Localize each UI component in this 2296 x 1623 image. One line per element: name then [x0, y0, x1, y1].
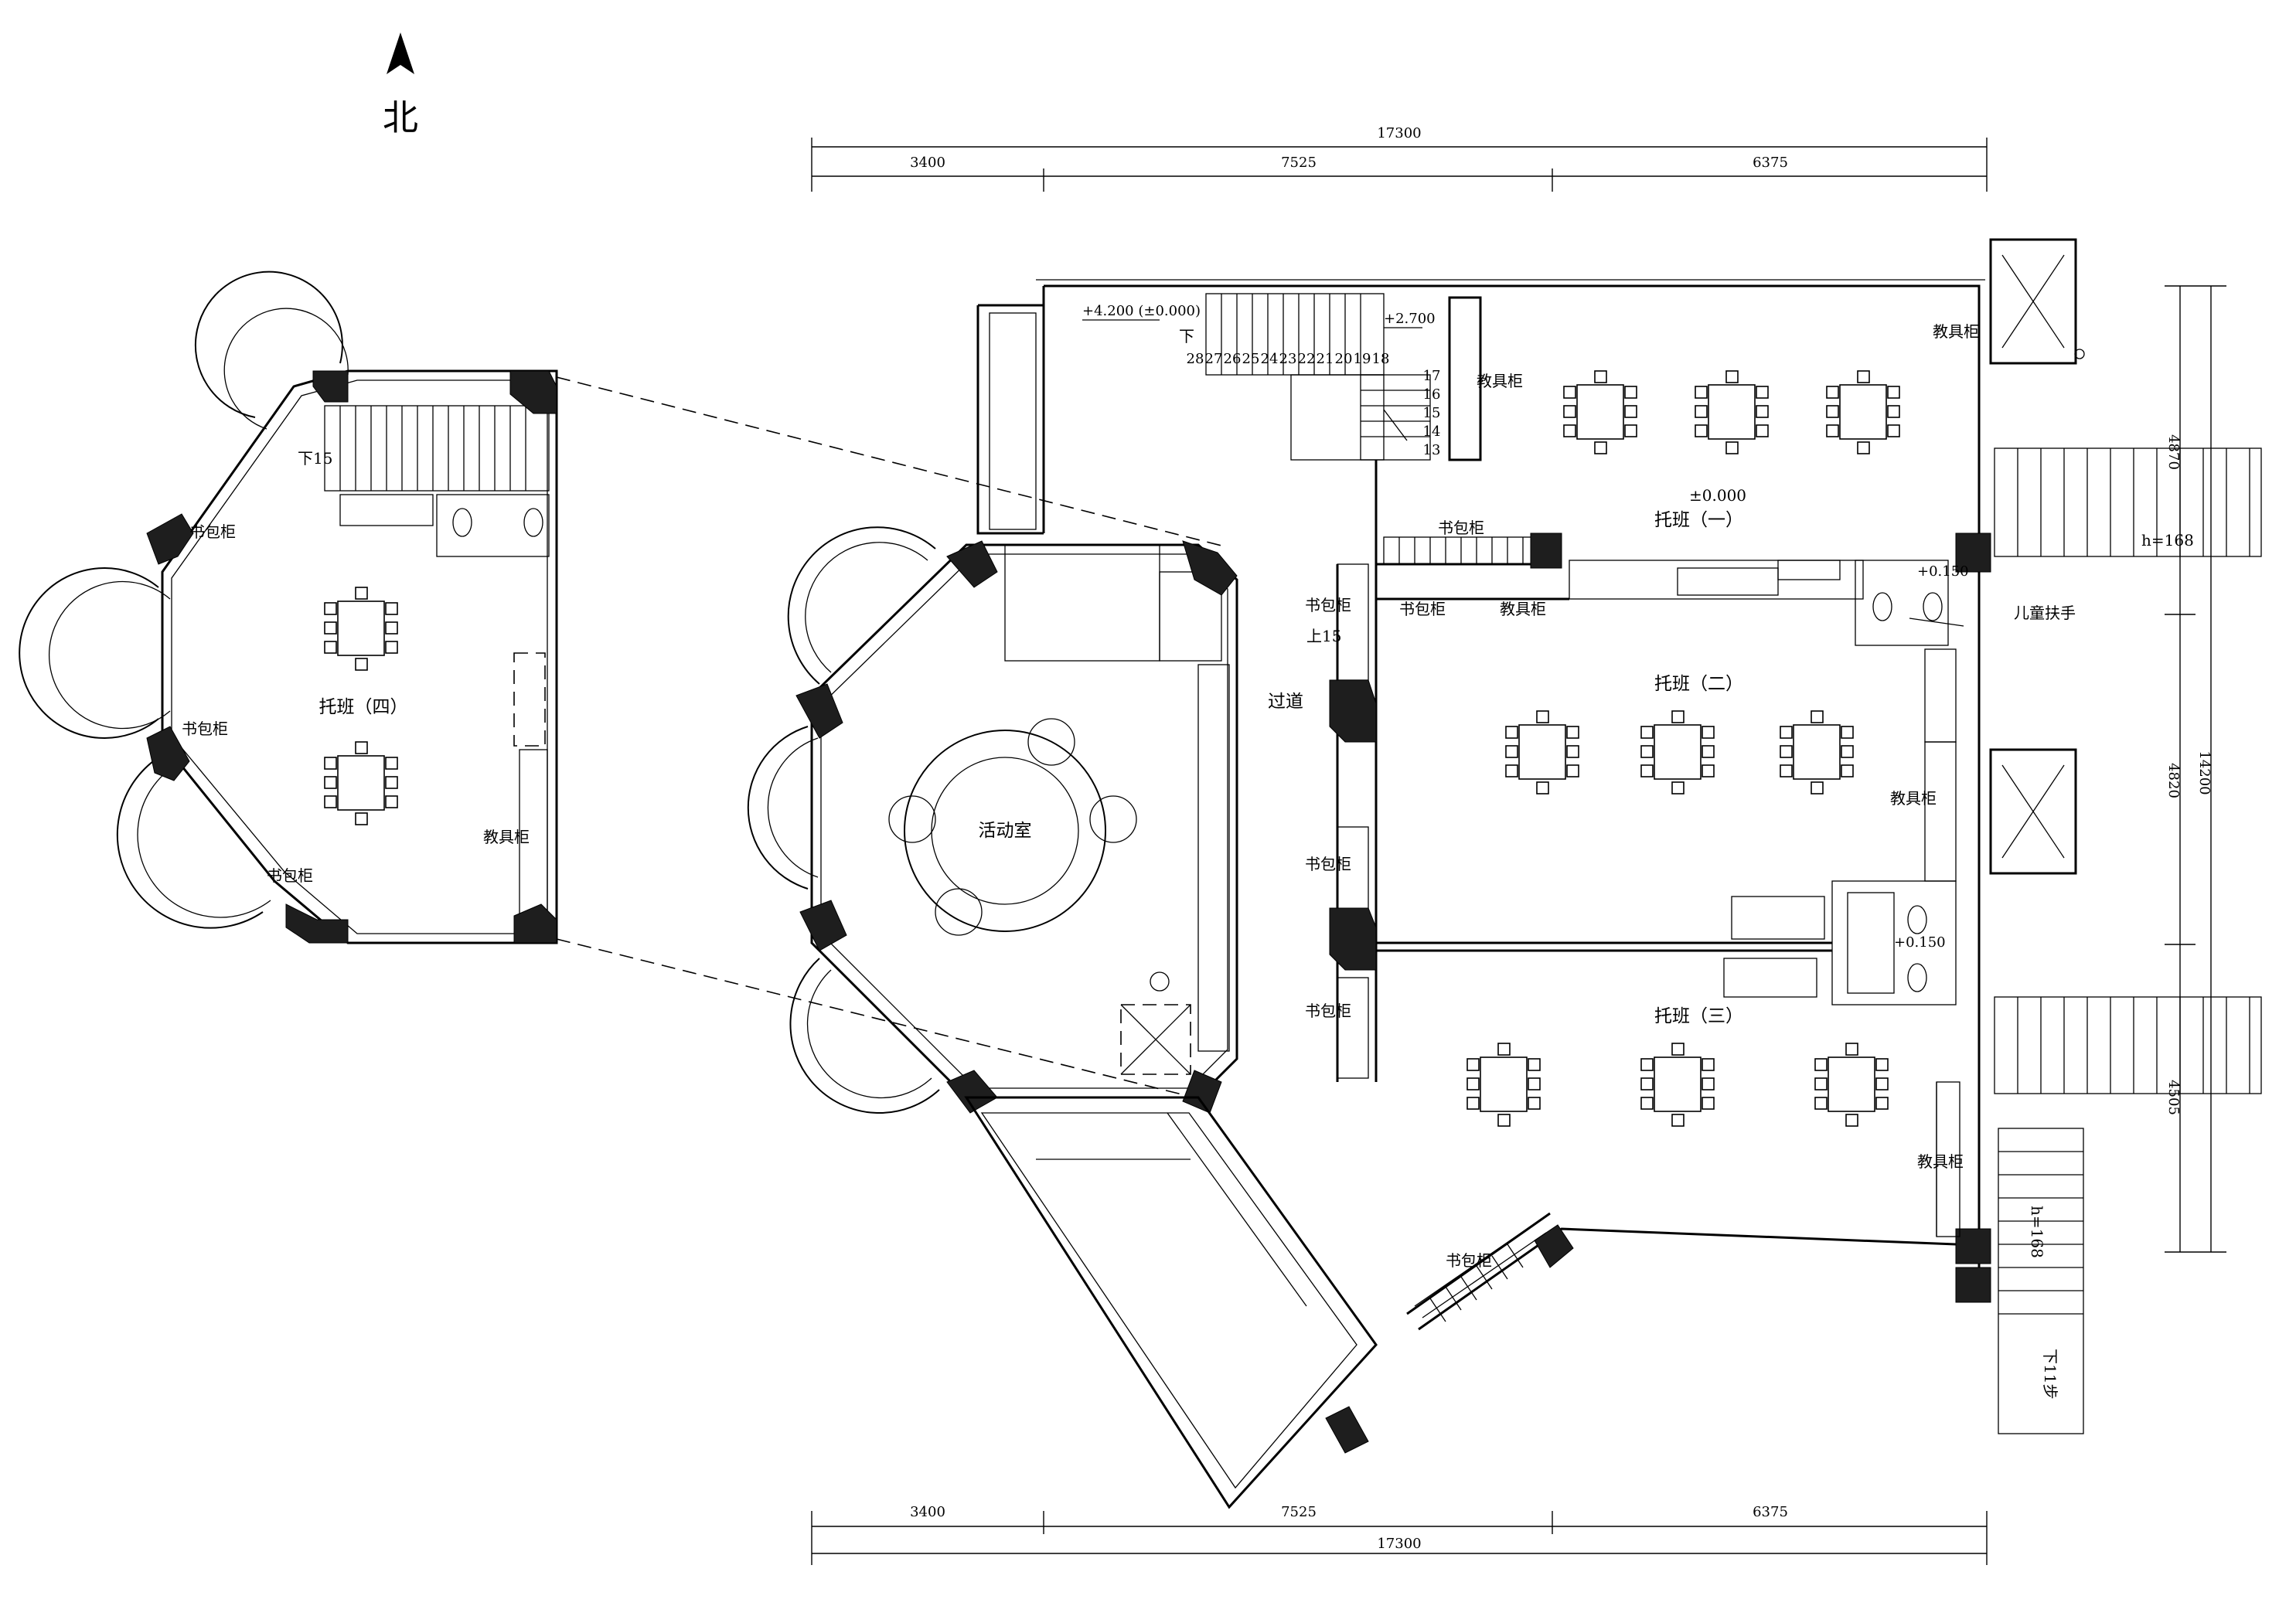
label-h168-b: h=168 [2028, 1206, 2046, 1258]
label-bag-cabinet-3: 书包柜 [1446, 1251, 1492, 1270]
label-toy-cabinet-1b: 教具柜 [1933, 322, 1979, 341]
room-class1: 托班（一） [1654, 510, 1743, 530]
label-toy-cabinet-1: 教具柜 [1477, 372, 1523, 390]
svg-text:13: 13 [1423, 442, 1441, 458]
room-class2: 托班（二） [1654, 674, 1743, 694]
class4-wing: 下15 托班（四） 教具柜 书包柜 书包柜 书包 [19, 270, 558, 944]
class3-room: 托班（三） 教具柜 书包柜 [1406, 1006, 1964, 1331]
dim-side-total: 14200 [2196, 750, 2213, 794]
svg-text:22: 22 [1298, 351, 1316, 367]
svg-text:21: 21 [1317, 351, 1334, 367]
side-dimension: 4870 4820 4505 14200 [2165, 285, 2226, 1253]
label-down15: 下15 [298, 449, 332, 468]
dim-top-seg3: 6375 [1753, 155, 1788, 171]
north-label: 北 [383, 97, 418, 138]
class4-table-1 [324, 587, 398, 671]
svg-text:15: 15 [1423, 405, 1441, 421]
room-class4: 托班（四） [319, 697, 408, 717]
label-handrail: 儿童扶手 [2014, 604, 2076, 622]
label-bag-cabinet-1b: 书包柜 [1399, 600, 1446, 618]
label-toy-cabinet-2: 教具柜 [1890, 789, 1937, 808]
class2-room: 托班（二） 教具柜 +0.150 [1376, 648, 1957, 1005]
level-150-b: +0.150 [1894, 934, 1946, 951]
room-corridor: 过道 [1268, 692, 1303, 712]
svg-text:27: 27 [1205, 351, 1223, 367]
dim-bottom-seg2: 7525 [1281, 1504, 1317, 1520]
label-bag-cabinet-c1: 书包柜 [1305, 596, 1351, 614]
svg-text:16: 16 [1423, 386, 1441, 403]
label-bag-cabinet-4c: 书包柜 [267, 866, 313, 885]
dim-side-3: 4505 [2165, 1080, 2182, 1115]
class3-tables [1467, 1043, 1889, 1127]
label-bag-cabinet-c3: 书包柜 [1305, 1002, 1351, 1020]
svg-text:26: 26 [1224, 351, 1242, 367]
svg-text:18: 18 [1372, 351, 1390, 367]
level-150-a: +0.150 [1917, 563, 1969, 580]
svg-text:28: 28 [1187, 351, 1204, 367]
label-h168-a: h=168 [2141, 531, 2194, 550]
label-bag-cabinet-1a: 书包柜 [1438, 519, 1484, 537]
dim-top-total: 17300 [1377, 125, 1421, 141]
svg-text:20: 20 [1335, 351, 1353, 367]
label-up15: 上15 [1306, 627, 1341, 645]
svg-text:17: 17 [1423, 368, 1441, 384]
label-down: 下 [1179, 327, 1194, 345]
label-toy-cabinet-1c: 教具柜 [1500, 600, 1546, 618]
label-down11: 下11步 [2041, 1349, 2059, 1399]
dim-side-1: 4870 [2165, 434, 2182, 470]
class1-room: ±0.000 托班（一） 教具柜 教具柜 书包柜 书包柜 教具柜 儿童扶手 +0… [1376, 322, 2076, 646]
activity-room: 活动室 [747, 526, 1238, 1114]
class1-tables [1563, 370, 1900, 454]
corridor: 过道 上15 书包柜 书包柜 书包柜 [1197, 460, 1378, 1082]
svg-text:19: 19 [1354, 351, 1371, 367]
north-arrow: 北 [383, 32, 418, 138]
dim-bottom-seg3: 6375 [1753, 1504, 1788, 1520]
room-activity: 活动室 [979, 821, 1032, 841]
stair-numbers-side: 17 16 15 14 13 [1423, 368, 1441, 458]
class4-table-2 [324, 741, 398, 825]
dim-bottom-seg1: 3400 [910, 1504, 945, 1520]
top-dimension: 17300 3400 7525 6375 [811, 125, 1988, 192]
svg-text:24: 24 [1261, 351, 1279, 367]
label-bag-cabinet-c2: 书包柜 [1305, 855, 1351, 873]
label-toy-cabinet-4: 教具柜 [483, 828, 530, 846]
bottom-dimension: 3400 7525 6375 17300 [811, 1504, 1988, 1565]
dim-top-seg1: 3400 [910, 155, 945, 171]
dim-bottom-total: 17300 [1377, 1536, 1421, 1552]
svg-text:23: 23 [1279, 351, 1297, 367]
dim-top-seg2: 7525 [1281, 155, 1317, 171]
label-bag-cabinet-4b: 书包柜 [182, 720, 228, 738]
level-mid: +2.700 [1384, 311, 1436, 327]
class2-tables [1505, 710, 1854, 794]
stair-numbers-top: 28 27 26 25 24 23 22 21 20 19 18 [1187, 351, 1390, 367]
label-toy-cabinet-3: 教具柜 [1917, 1152, 1964, 1171]
room-class1-level: ±0.000 [1689, 486, 1746, 505]
dim-side-2: 4820 [2165, 763, 2182, 798]
projection-lines [556, 376, 1222, 1102]
main-building-walls: h=168 h=168 下11步 [976, 238, 2262, 1434]
main-staircase: 28 27 26 25 24 23 22 21 20 19 18 17 16 1… [1082, 293, 1482, 461]
level-top: +4.200 (±0.000) [1082, 303, 1201, 319]
svg-text:25: 25 [1242, 351, 1260, 367]
label-bag-cabinet-4a: 书包柜 [189, 522, 236, 541]
svg-text:14: 14 [1423, 424, 1441, 440]
room-class3: 托班（三） [1654, 1006, 1743, 1026]
lower-corridor [964, 1096, 1378, 1509]
